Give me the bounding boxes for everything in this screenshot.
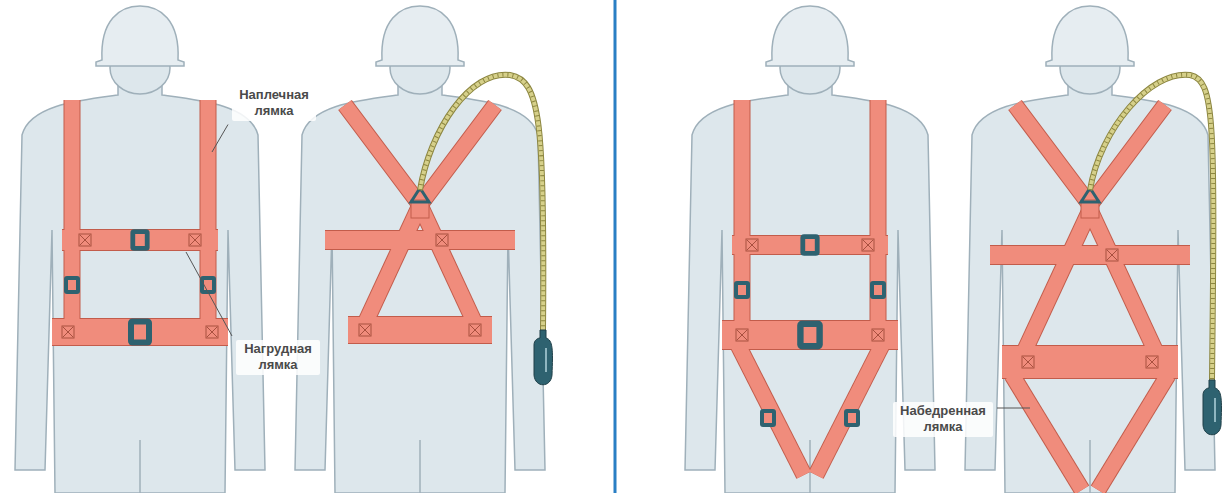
buckle [130,229,149,251]
stitching [359,324,371,336]
worker-front [15,6,265,493]
strap-edge [1012,375,1082,490]
strap [65,100,80,332]
rope [420,75,543,330]
strap [345,105,420,205]
strap-edge [362,205,420,330]
rope-twist [1090,75,1213,380]
stitching [436,234,448,246]
stitching [862,239,874,251]
lanyard [420,75,1221,435]
strap-edge [1098,375,1168,490]
strap [735,100,750,335]
strap-edge [64,100,81,332]
stitching [189,234,201,246]
harness [52,100,228,346]
leader-lines [186,125,1030,409]
strap-edge [52,318,228,346]
stitching [79,234,91,246]
strap-edge [732,235,888,255]
worker-back [295,6,545,493]
stitching [1106,249,1118,261]
buckle [760,409,776,427]
buckle [844,409,860,427]
stitching [746,239,758,251]
strap-edge [348,316,492,344]
strap [1025,210,1090,350]
rope [1090,75,1213,380]
strap [52,319,228,345]
stitching [1022,356,1034,368]
part-label: Набедренная лямка [893,402,993,437]
strap [1015,105,1090,205]
strap [990,246,1190,264]
strap [1090,210,1155,350]
strap [1002,346,1178,378]
stitching [469,324,481,336]
strap [871,100,886,335]
stitching [1146,356,1158,368]
stitching [206,326,218,338]
strap-edge [1025,210,1090,350]
strap-edge [420,205,478,330]
strap [420,205,478,330]
panel-divider [614,0,617,493]
strap [362,205,420,330]
harness-straps [52,100,1190,490]
strap-edge [1090,210,1155,350]
d-ring [1081,188,1099,202]
strap [1098,375,1168,490]
strap-edge [1015,105,1090,205]
strap-edge [734,100,751,335]
strap-edge [325,230,515,250]
buckle [734,281,750,299]
carabiner [1203,380,1221,435]
strap [722,321,898,349]
strap-edge [816,345,882,475]
strap-edge [990,245,1190,265]
harness [325,105,515,336]
harness [990,105,1190,490]
part-label: Наплечная лямка [232,86,316,121]
strap [348,317,492,343]
strap-edge [738,345,804,475]
strap-edge [722,320,898,350]
rope-twist [420,75,543,330]
leader-line [212,125,228,153]
strap-edge [870,100,887,335]
harness [722,100,898,475]
stitching [62,326,74,338]
stitching [736,329,748,341]
buckle [870,281,886,299]
strap-edge [345,105,420,205]
part-label: Нагрудная лямка [236,340,320,375]
strap [201,100,216,332]
buckle [800,234,819,256]
strap [1012,375,1082,490]
strap [325,231,515,249]
leader-line [997,408,1030,409]
d-ring [411,188,429,202]
strap [62,230,218,250]
strap-edge [62,229,218,251]
rope-edge [1090,75,1213,380]
strap-edge [1002,345,1178,379]
strap-edge [200,100,217,332]
strap [816,345,882,475]
buckle [64,276,80,294]
stitching [872,329,884,341]
strap [738,345,804,475]
buckle [797,321,823,350]
leader-line [186,252,232,336]
worker-back [965,6,1215,493]
buckle [128,319,152,346]
carabiner [534,330,552,385]
rope-edge [420,75,543,330]
